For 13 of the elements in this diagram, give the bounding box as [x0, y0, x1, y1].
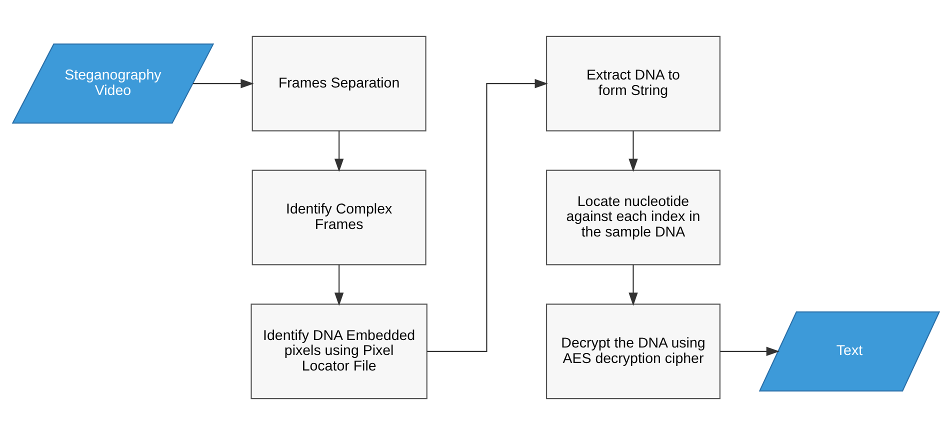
- arrow: [193, 78, 254, 88]
- node-box: Frames Separation: [252, 36, 426, 132]
- node-box: Extract DNA to form String: [546, 36, 720, 132]
- node-box: Identify DNA Embedded pixels using Pixel Locator File: [250, 304, 428, 400]
- arrow: [334, 130, 344, 172]
- node-box: Decrypt the DNA using AES decryption cipher: [546, 304, 720, 400]
- node-box: Locate nucleotide against each index in the sample DNA: [546, 170, 720, 266]
- node-box: Identify Complex Frames: [252, 170, 426, 266]
- arrow: [628, 264, 638, 306]
- arrow: [720, 346, 780, 356]
- arrow: [427, 78, 548, 352]
- arrow: [334, 264, 344, 306]
- arrow: [628, 130, 638, 172]
